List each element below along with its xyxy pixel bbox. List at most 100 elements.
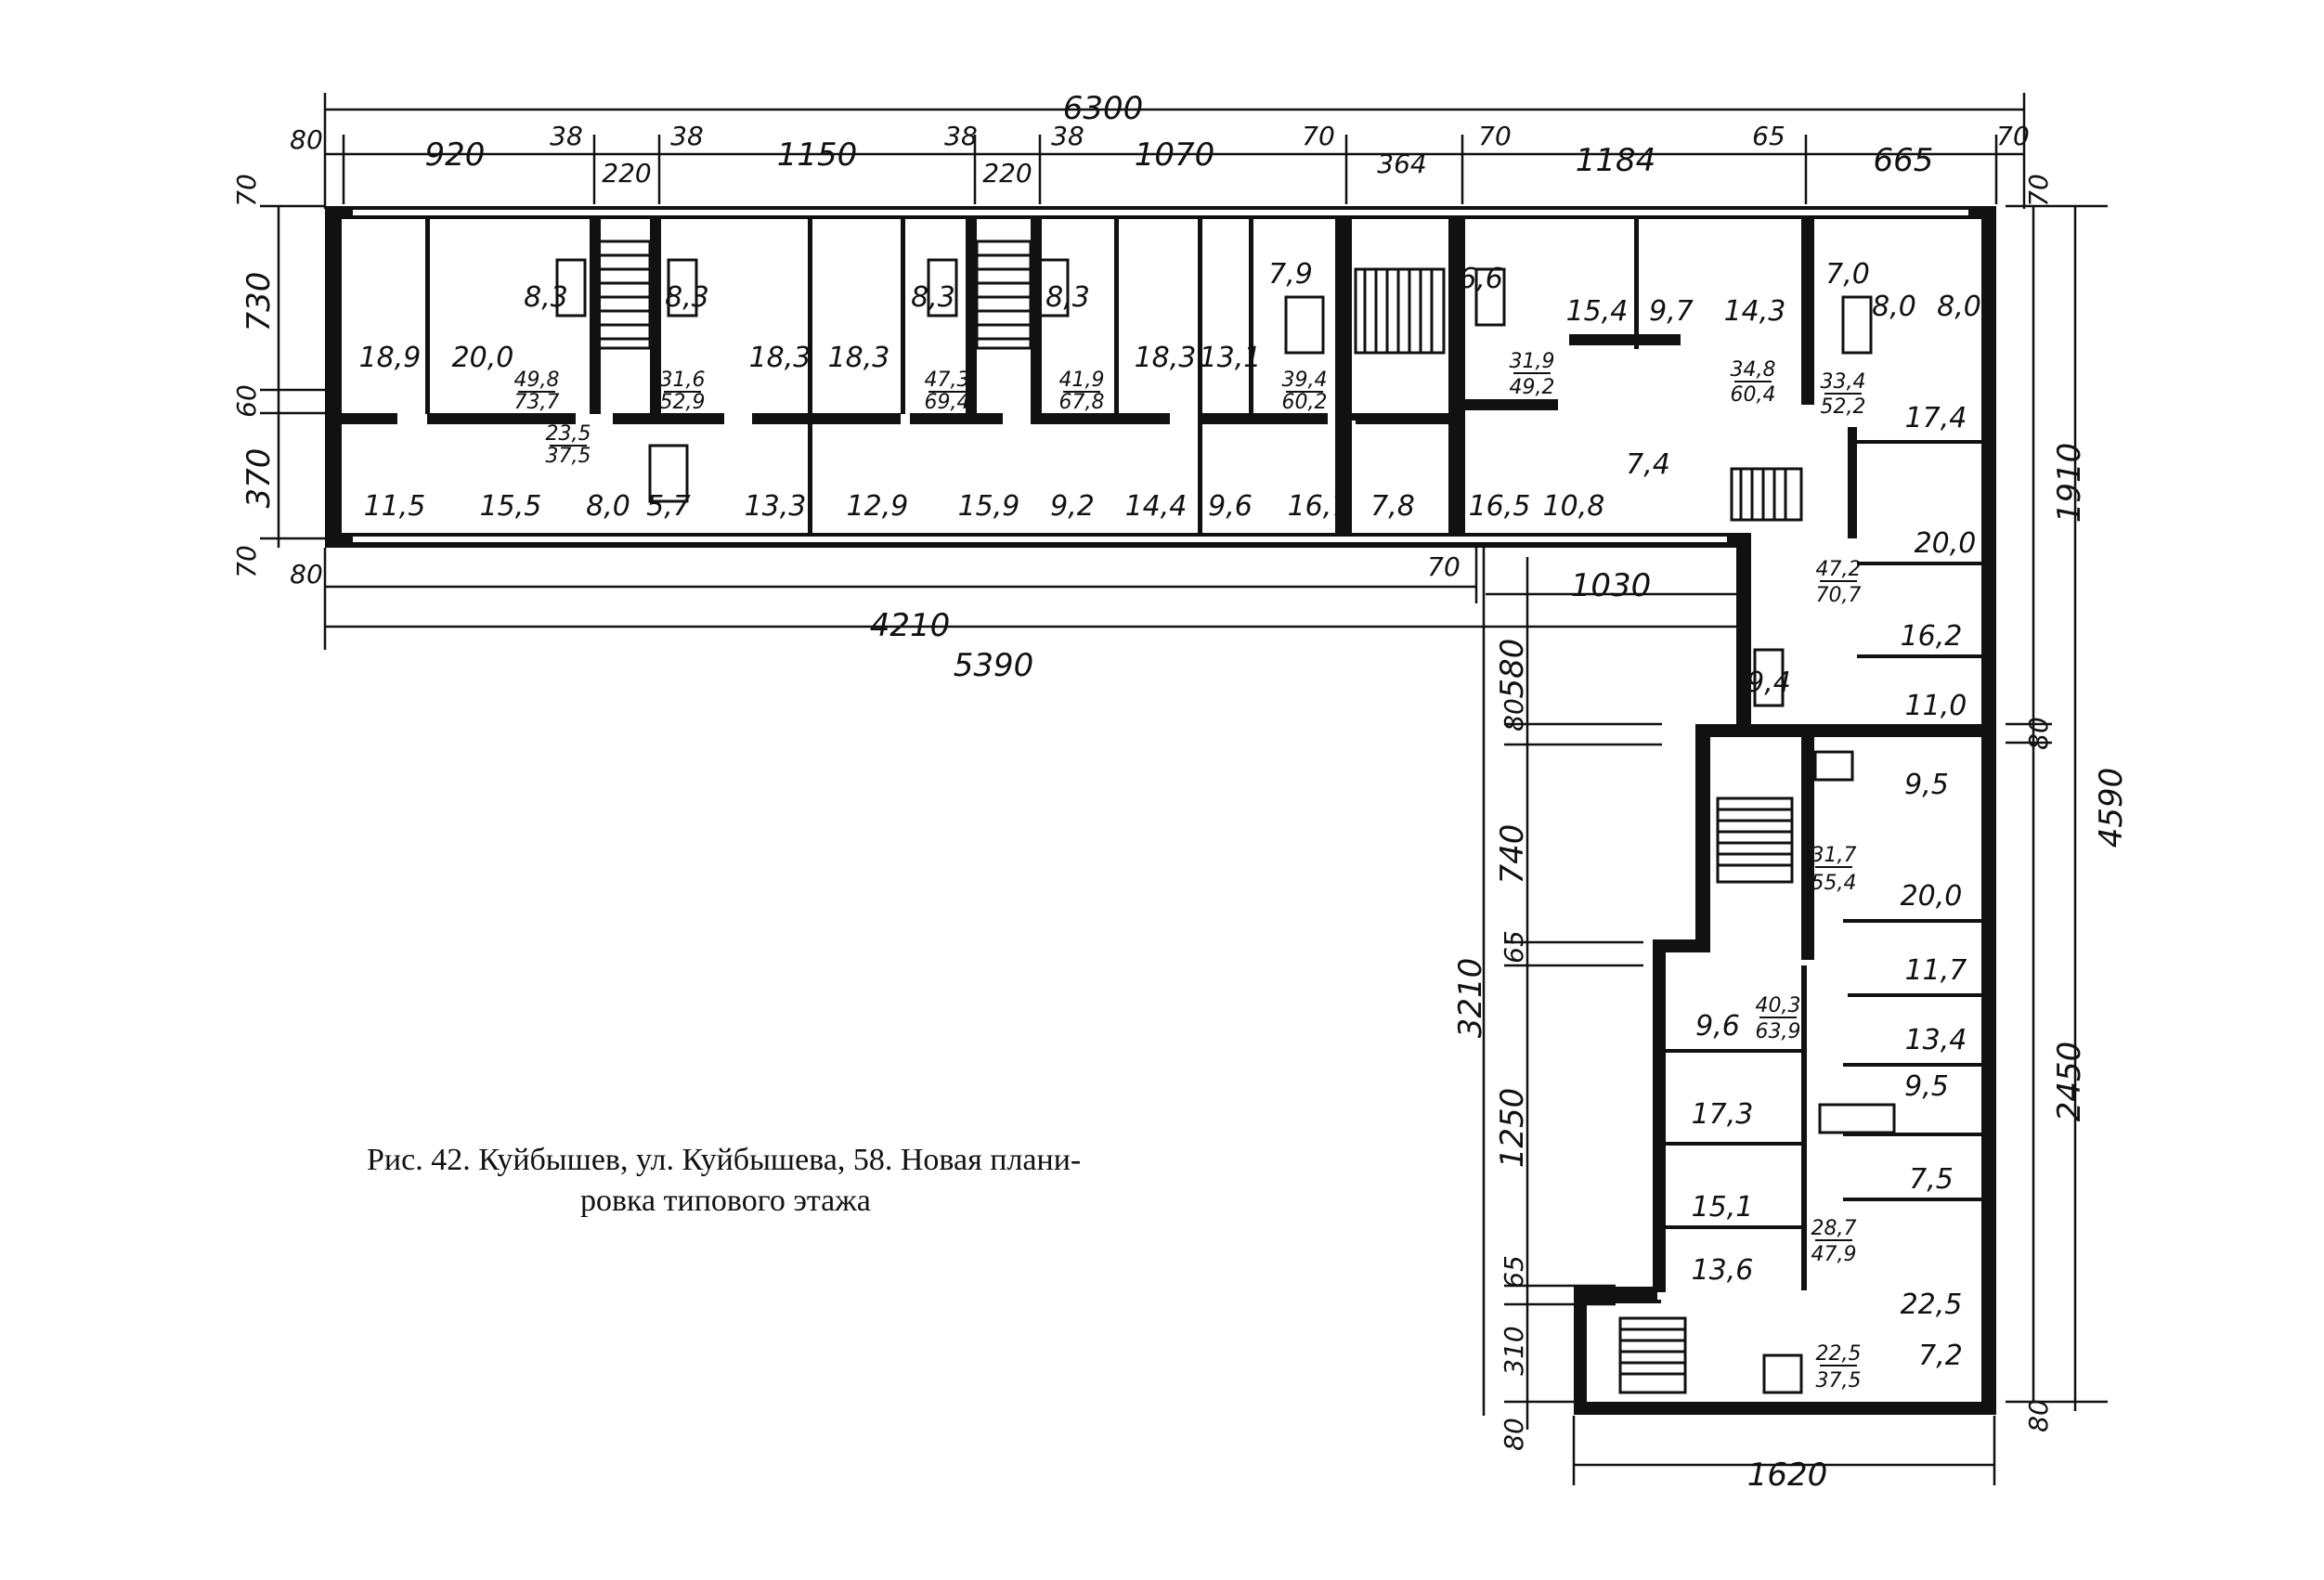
apt-fraction: 33,4 52,2 — [1821, 370, 1866, 419]
svg-text:55,4: 55,4 — [1811, 872, 1857, 895]
dim-wing-inner: 4210 — [870, 607, 951, 644]
dim-east-1250: 1250 — [1494, 1088, 1531, 1169]
apt-fraction: 34,8 60,4 — [1731, 358, 1776, 407]
dim-right-1910: 1910 — [2051, 443, 2088, 524]
room-area: 18,3 — [828, 342, 890, 374]
svg-text:22,5: 22,5 — [1816, 1342, 1862, 1366]
stair-4 — [1730, 467, 1803, 522]
dim-left-370: 370 — [240, 448, 278, 509]
svg-text:60,2: 60,2 — [1282, 391, 1328, 414]
fixtures — [555, 258, 1896, 1394]
svg-text:67,8: 67,8 — [1059, 391, 1105, 414]
room-area: 18,3 — [749, 342, 811, 374]
apt-fraction: 40,3 63,9 — [1756, 994, 1801, 1043]
svg-text:41,9: 41,9 — [1059, 369, 1105, 392]
room-area: 16,2 — [1901, 620, 1963, 653]
stair-1 — [597, 240, 652, 350]
dimension-labels: 6300 920 220 1150 220 1070 364 1184 665 … — [231, 90, 2130, 1494]
room-area: 11,5 — [364, 490, 426, 523]
dim-corner-block: 1030 — [1571, 567, 1652, 604]
svg-text:33,4: 33,4 — [1821, 370, 1866, 394]
room-area: 9,2 — [1050, 490, 1095, 523]
room-area: 16,5 — [1469, 490, 1531, 523]
apt-fraction: 31,9 49,2 — [1510, 350, 1555, 399]
room-area: 20,0 — [1901, 880, 1963, 913]
dim-east-580: 580 — [1494, 639, 1531, 699]
svg-text:23,5: 23,5 — [546, 422, 591, 446]
dim-left-730: 730 — [240, 272, 278, 332]
svg-text:49,2: 49,2 — [1510, 376, 1555, 399]
apt-fraction: 22,5 37,5 — [1816, 1342, 1862, 1392]
dim-top-small-38b: 38 — [670, 121, 704, 151]
room-area: 22,5 — [1901, 1289, 1963, 1321]
dim-east-80b: 80 — [1499, 1418, 1529, 1451]
room-area: 14,3 — [1724, 295, 1786, 328]
dim-bottom-small-80: 80 — [290, 559, 323, 589]
room-area: 11,7 — [1905, 954, 1967, 987]
dim-bottom-width: 1620 — [1747, 1457, 1828, 1494]
room-area: 14,4 — [1125, 490, 1188, 523]
apt-fraction: 31,7 55,4 — [1811, 844, 1857, 895]
dim-top-1184: 1184 — [1576, 142, 1656, 179]
room-area: 17,3 — [1692, 1098, 1754, 1131]
stair-3 — [1354, 267, 1446, 355]
svg-text:73,7: 73,7 — [514, 391, 560, 414]
dim-right-80a: 80 — [2023, 717, 2054, 750]
svg-text:37,5: 37,5 — [546, 445, 591, 468]
dim-top-small-38a: 38 — [550, 121, 583, 151]
room-area: 9,7 — [1649, 295, 1694, 328]
room-area: 20,0 — [1915, 527, 1977, 560]
dim-east-740: 740 — [1494, 824, 1531, 885]
room-area: 9,6 — [1208, 490, 1253, 523]
room-area: 8,0 — [1872, 291, 1916, 323]
apt-fraction: 47,2 70,7 — [1816, 558, 1862, 607]
apt-fraction: 49,8 73,7 — [514, 369, 560, 414]
svg-text:52,9: 52,9 — [660, 391, 706, 414]
dim-top-920: 920 — [425, 136, 486, 174]
svg-text:49,8: 49,8 — [514, 369, 560, 392]
dim-top-1070: 1070 — [1135, 136, 1215, 174]
dim-east-65a: 65 — [1499, 930, 1529, 964]
apt-fraction: 41,9 67,8 — [1059, 369, 1105, 414]
dim-overall-width: 6300 — [1063, 90, 1144, 127]
dim-right-2450: 2450 — [2051, 1042, 2088, 1122]
room-area: 7,9 — [1268, 258, 1313, 291]
svg-text:47,9: 47,9 — [1811, 1243, 1857, 1266]
caption-line-2: ровка типового этажа — [580, 1184, 871, 1218]
dim-left-60: 60 — [231, 384, 262, 418]
stair-2 — [975, 240, 1032, 350]
dim-left-70b: 70 — [231, 545, 262, 578]
room-area: 7,5 — [1909, 1163, 1954, 1196]
room-area: 18,9 — [359, 342, 422, 374]
svg-text:31,7: 31,7 — [1811, 844, 1857, 867]
room-area: 6,6 — [1459, 263, 1503, 295]
dim-top-small-38d: 38 — [1051, 121, 1084, 151]
stair-6 — [1618, 1316, 1687, 1394]
dim-top-small-70b: 70 — [1478, 121, 1512, 151]
svg-text:63,9: 63,9 — [1756, 1020, 1801, 1043]
dim-bottom-small-70: 70 — [1427, 551, 1461, 582]
svg-text:34,8: 34,8 — [1731, 358, 1776, 382]
room-area: 18,3 — [1135, 342, 1197, 374]
room-area: 9,5 — [1904, 1070, 1949, 1103]
svg-text:47,3: 47,3 — [925, 369, 970, 392]
svg-text:52,2: 52,2 — [1821, 395, 1866, 419]
room-area: 8,0 — [1937, 291, 1981, 323]
room-area: 5,7 — [646, 490, 691, 523]
dim-top-small-38c: 38 — [944, 121, 978, 151]
dim-top-small-65: 65 — [1752, 121, 1785, 151]
room-area: 11,0 — [1905, 690, 1967, 722]
apt-fraction: 28,7 47,9 — [1811, 1217, 1857, 1266]
room-area: 13,3 — [745, 490, 807, 523]
apt-fraction: 31,6 52,9 — [660, 369, 706, 414]
room-area: 7,4 — [1626, 448, 1670, 481]
dim-east-310: 310 — [1499, 1326, 1529, 1375]
apt-fraction: 39,4 60,2 — [1282, 369, 1328, 414]
svg-text:39,4: 39,4 — [1282, 369, 1328, 392]
dim-left-70: 70 — [231, 174, 262, 207]
room-area: 9,6 — [1695, 1010, 1740, 1043]
svg-text:70,7: 70,7 — [1816, 584, 1862, 607]
room-area: 17,4 — [1905, 402, 1967, 434]
dim-top-small-70a: 70 — [1302, 121, 1335, 151]
